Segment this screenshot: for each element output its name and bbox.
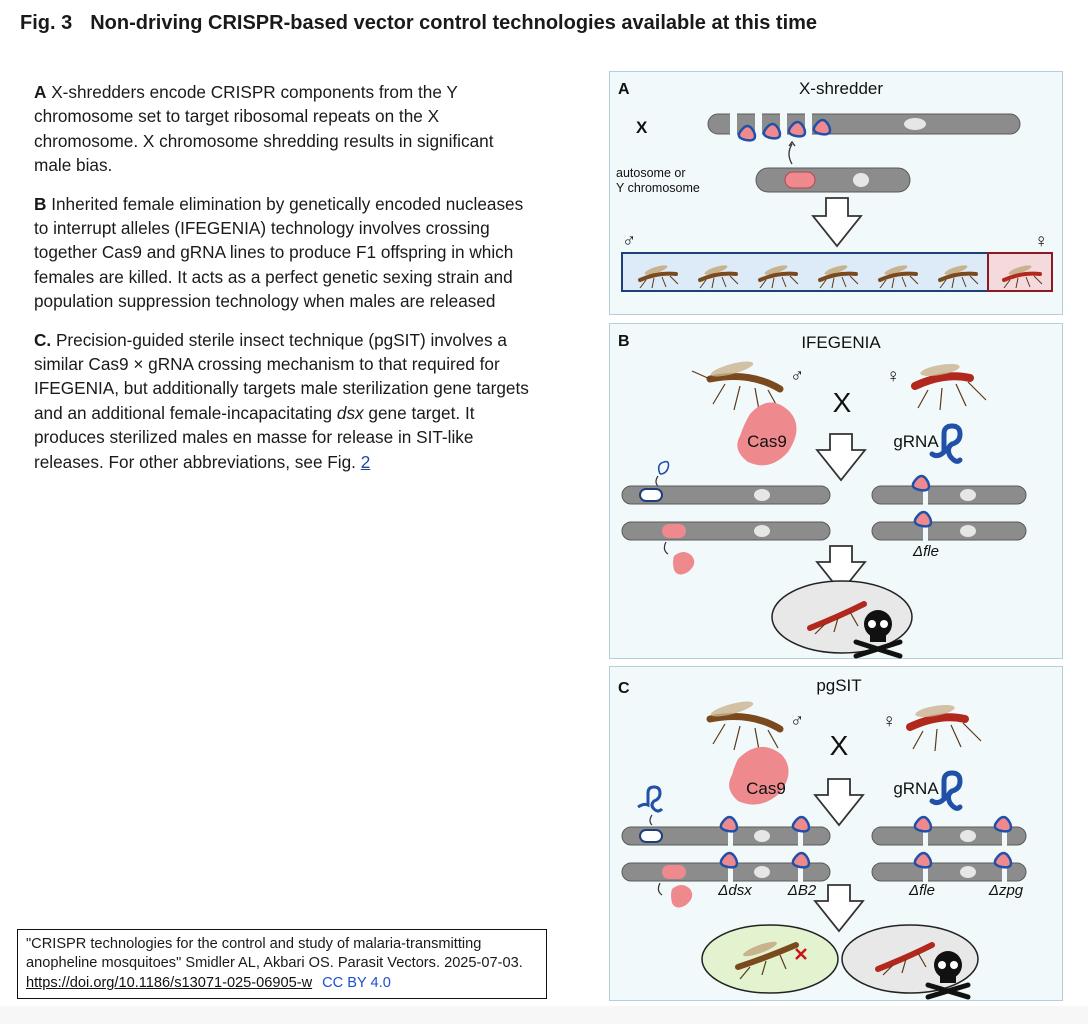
male-offspring-mosquito-icon xyxy=(758,265,799,289)
panel-c-diagram: C pgSIT ♂ X ♀ Cas9 gRNA xyxy=(618,676,1027,1000)
panel-a-diagram: A X-shredder X autosome or Y chromosome xyxy=(616,79,1053,292)
cas9-protein-icon xyxy=(729,746,789,805)
cross-symbol-c: X xyxy=(830,730,849,761)
skull-crossbones-icon xyxy=(853,610,903,659)
panel-c-title: pgSIT xyxy=(816,676,861,695)
caption-c-letter: C. xyxy=(34,329,52,350)
cross-symbol-b: X xyxy=(833,387,852,418)
female-symbol-c: ♀ xyxy=(882,711,896,732)
panel-b-diagram: B IFEGENIA ♂ X ♀ Cas9 gRNA xyxy=(618,333,1027,659)
page-bottom-strip xyxy=(0,1006,1088,1024)
grna-line-chromosomes xyxy=(871,474,1027,544)
male-offspring-mosquito-icon xyxy=(698,265,739,289)
down-arrow-icon xyxy=(813,884,865,933)
doi-link[interactable]: https://doi.org/10.1186/s13071-025-06905… xyxy=(26,974,313,991)
panel-b-letter: B xyxy=(618,333,630,350)
citation-text: "CRISPR technologies for the control and… xyxy=(26,936,523,972)
male-symbol-c: ♂ xyxy=(790,711,804,732)
autosome-label-1: autosome or xyxy=(616,166,685,180)
license-link[interactable]: CC BY 4.0 xyxy=(322,974,391,991)
autosome-chromosome xyxy=(755,167,911,193)
fig2-link[interactable]: 2 xyxy=(360,451,371,472)
delta-b2-label: ΔB2 xyxy=(787,882,817,899)
caption-c: C. Precision-guided sterile insect techn… xyxy=(34,328,534,474)
caption-c-italic: dsx xyxy=(336,402,364,423)
caption-c-text-1: Precision-guided sterile insect techniqu… xyxy=(34,329,529,423)
male-symbol-a: ♂ xyxy=(622,231,636,252)
female-mosquito-icon xyxy=(911,363,987,411)
male-mosquito-icon xyxy=(706,701,784,751)
male-symbol-b: ♂ xyxy=(790,366,804,387)
cas9-protein-icon xyxy=(737,402,797,466)
figure-number: Fig. 3 xyxy=(20,12,73,34)
cas9-line-chromosomes xyxy=(621,460,831,575)
male-offspring-mosquito-icon xyxy=(818,265,859,289)
dead-female-oval xyxy=(771,580,913,654)
offspring-mosquitoes xyxy=(638,265,1043,289)
grna-icon xyxy=(929,770,963,811)
cas9-line-chromosomes xyxy=(621,785,831,908)
caption-a: A X-shredders encode CRISPR components f… xyxy=(34,80,534,178)
x-chromosome xyxy=(707,108,1021,142)
offspring-box xyxy=(621,252,1053,292)
male-offspring-mosquito-icon xyxy=(878,265,919,289)
sterile-male-oval xyxy=(701,924,839,994)
caption-b-letter: B xyxy=(34,193,47,214)
caption-a-letter: A xyxy=(34,82,47,102)
figure-caption: A X-shredders encode CRISPR components f… xyxy=(34,80,534,488)
caption-b-text: Inherited female elimination by genetica… xyxy=(34,193,524,312)
male-mosquito-icon xyxy=(691,361,784,411)
caption-c-text-2: gene target. It produces sterilized male… xyxy=(34,402,475,472)
male-offspring-mosquito-icon xyxy=(638,265,679,289)
figure-title: Fig. 3 Non-driving CRISPR-based vector co… xyxy=(20,12,817,35)
delta-fle-label-c: Δfle xyxy=(908,882,935,899)
grna-line-chromosomes xyxy=(871,815,1027,885)
down-arrow-icon xyxy=(813,778,865,827)
panel-a-letter: A xyxy=(618,81,630,98)
female-mosquito-icon xyxy=(906,704,982,752)
female-symbol-b: ♀ xyxy=(886,366,900,387)
grna-label-b: gRNA xyxy=(893,432,939,451)
cas9-label-b: Cas9 xyxy=(747,432,787,451)
autosome-label-2: Y chromosome xyxy=(616,181,700,195)
delta-zpg-label: Δzpg xyxy=(988,882,1024,899)
delta-fle-label-b: Δfle xyxy=(912,543,939,560)
delta-dsx-label: Δdsx xyxy=(717,882,752,899)
cas9-label-c: Cas9 xyxy=(746,779,786,798)
panel-b-title: IFEGENIA xyxy=(801,333,881,352)
panel-c: C pgSIT ♂ X ♀ Cas9 gRNA xyxy=(609,666,1063,1001)
down-arrow-icon xyxy=(811,197,863,248)
female-offspring-mosquito-icon xyxy=(1002,265,1043,289)
caption-b: B Inherited female elimination by geneti… xyxy=(34,192,534,314)
panel-a: A X-shredder X autosome or Y chromosome xyxy=(609,71,1063,315)
panel-b: B IFEGENIA ♂ X ♀ Cas9 gRNA xyxy=(609,323,1063,659)
panel-c-letter: C xyxy=(618,680,630,697)
down-arrow-icon xyxy=(815,433,867,482)
grna-icon xyxy=(929,423,963,464)
down-arrow-icon xyxy=(815,545,867,594)
citation-box: "CRISPR technologies for the control and… xyxy=(17,929,547,999)
panel-a-title: X-shredder xyxy=(799,79,883,98)
x-chromosome-label: X xyxy=(636,118,648,137)
skull-crossbones-icon xyxy=(925,951,971,1000)
caption-a-text: X-shredders encode CRISPR components fro… xyxy=(34,82,494,176)
figure-title-text: Non-driving CRISPR-based vector control … xyxy=(90,12,818,34)
male-offspring-mosquito-icon xyxy=(938,265,979,289)
female-symbol-a: ♀ xyxy=(1034,231,1048,252)
grna-label-c: gRNA xyxy=(893,779,939,798)
